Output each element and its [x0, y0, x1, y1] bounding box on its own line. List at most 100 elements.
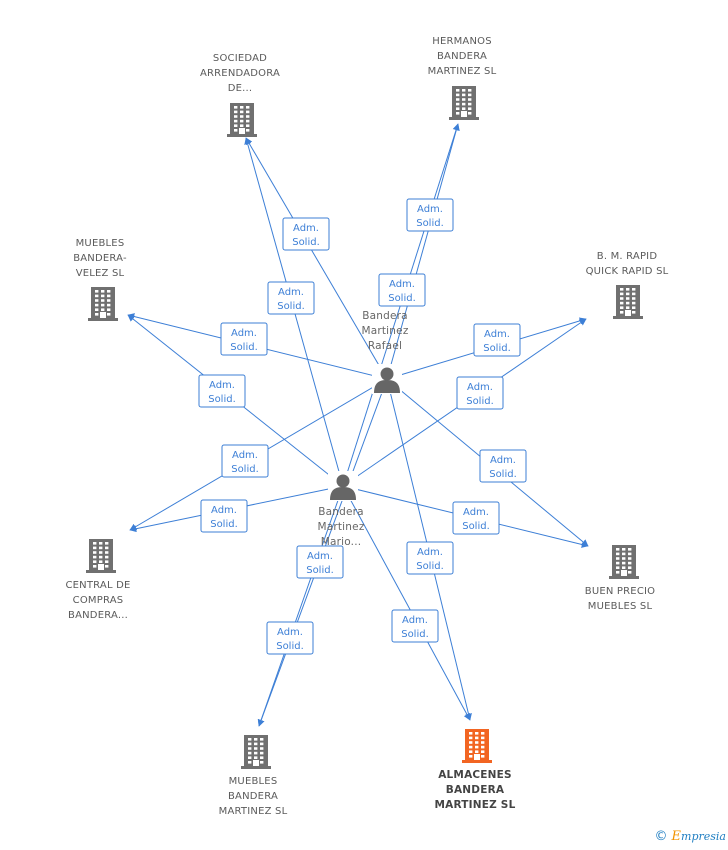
edge-label-mario-muebles_bm[interactable]: Adm. Solid. [266, 621, 314, 655]
building-icon[interactable] [86, 539, 116, 573]
edge-label-text: Adm. [417, 547, 443, 558]
edge-label-text: Solid. [466, 396, 494, 407]
edge-mario-muebles_bm [257, 485, 344, 727]
label-line: BANDERA [445, 784, 505, 796]
edge-label-box [406, 541, 454, 575]
edge-label-text: Adm. [490, 455, 516, 466]
edge-label-rafael-almacenes[interactable]: Adm.Solid. [406, 541, 454, 575]
node-label-central[interactable]: CENTRAL DE COMPRAS BANDERA... [48, 578, 148, 623]
edge-label-text: Adm. [278, 287, 304, 298]
edge-label-text: Adm. [463, 507, 489, 518]
edge-label-rafael-sociedad[interactable]: Adm.Solid. [282, 217, 330, 251]
edge-label-mario-hermanos[interactable]: Adm.Solid. [378, 273, 426, 307]
edge-label-text: Solid. [306, 565, 334, 576]
edge-label-text: Solid. [230, 342, 258, 353]
edge-rafael-sociedad [245, 137, 388, 380]
edge-label-box [200, 499, 248, 533]
label-line: HERMANOS [432, 36, 492, 47]
edge-label-text: Solid. [401, 629, 429, 640]
edge-label-box [456, 376, 504, 410]
edge-label-text: Adm. [277, 627, 303, 638]
building-icon[interactable] [241, 735, 271, 769]
building-icon[interactable] [227, 103, 257, 137]
edge-label-rafael-central[interactable]: Adm. Solid. [221, 444, 269, 478]
edge-label-box [221, 444, 269, 478]
edge-label-mario-almacenes[interactable]: Adm.Solid. [391, 609, 439, 643]
edge-label-text: Adm. [484, 329, 510, 340]
label-line: MARTINEZ SL [427, 66, 497, 77]
edge-label-box [198, 374, 246, 408]
label-line: Rafael [367, 340, 403, 352]
edge-label-mario-muebles_velez[interactable]: Adm.Solid. [198, 374, 246, 408]
copyright-icon: © [654, 829, 668, 844]
label-line: MARTINEZ SL [218, 806, 288, 817]
edges-layer [127, 123, 589, 727]
edge-label-box [282, 217, 330, 251]
edge-label-text: Adm. [417, 204, 443, 215]
edge-label-box [220, 322, 268, 356]
label-line: COMPRAS [72, 595, 124, 606]
label-line: BANDERA... [68, 610, 128, 621]
edge-label-box [267, 281, 315, 315]
edge-label-text: Solid. [276, 641, 304, 652]
edge-label-text: Adm. [211, 505, 237, 516]
label-line: ARRENDADORA [199, 68, 281, 79]
edge-label-text: Adm. [307, 551, 333, 562]
edge-label-mario-sociedad[interactable]: Adm.Solid. [267, 281, 315, 315]
edge-label-rafael-hermanos[interactable]: Adm.Solid. [406, 198, 454, 232]
label-line: MUEBLES [75, 238, 125, 249]
label-line: BUEN PRECIO [584, 586, 656, 597]
node-label-hermanos[interactable]: HERMANOS BANDERA MARTINEZ SL [412, 34, 512, 79]
edge-label-rafael-muebles_bm[interactable]: Adm. Solid. [296, 545, 344, 579]
person-icon[interactable] [372, 364, 402, 394]
label-line: CENTRAL DE [65, 580, 131, 591]
node-label-bm-rapid[interactable]: B. M. RAPID QUICK RAPID SL [572, 249, 682, 279]
edge-label-text: Adm. [232, 450, 258, 461]
label-line: Martinez [317, 521, 365, 533]
edge-label-mario-bm_rapid[interactable]: Adm.Solid. [456, 376, 504, 410]
edge-label-rafael-muebles_velez[interactable]: Adm. Solid. [220, 322, 268, 356]
label-line: Martinez [361, 325, 409, 337]
edge-label-box [479, 449, 527, 483]
person-icon[interactable] [328, 471, 358, 501]
label-line: BANDERA [228, 791, 278, 802]
node-label-muebles-velez[interactable]: MUEBLES BANDERA- VELEZ SL [50, 236, 150, 281]
node-label-almacenes[interactable]: ALMACENES BANDERA MARTINEZ SL [420, 768, 530, 813]
node-label-mario[interactable]: Bandera Martinez Mario... [300, 505, 382, 550]
edge-label-text: Adm. [209, 380, 235, 391]
edge-label-mario-buen_precio[interactable]: Adm.Solid. [452, 501, 500, 535]
building-icon[interactable] [449, 86, 479, 120]
edge-rafael-hermanos [386, 123, 460, 380]
label-line: BANDERA- [73, 253, 127, 264]
nodes-layer [86, 86, 643, 769]
label-line: QUICK RAPID SL [585, 266, 669, 277]
node-label-sociedad[interactable]: SOCIEDAD ARRENDADORA DE... [190, 51, 290, 96]
edge-label-rafael-buen_precio[interactable]: Adm. Solid. [479, 449, 527, 483]
building-icon[interactable] [609, 545, 639, 579]
label-line: MUEBLES SL [587, 601, 653, 612]
edge-mario-almacenes [342, 485, 471, 721]
brand-name: mpresia [681, 830, 726, 843]
label-line: MARTINEZ SL [434, 799, 516, 811]
edge-label-box [266, 621, 314, 655]
edge-label-text: Adm. [231, 328, 257, 339]
label-line: BANDERA [437, 51, 487, 62]
edge-label-box [296, 545, 344, 579]
edge-label-text: Solid. [489, 469, 517, 480]
building-icon[interactable] [88, 287, 118, 321]
label-line: SOCIEDAD [212, 53, 268, 64]
edge-label-text: Solid. [231, 464, 259, 475]
edge-label-rafael-bm_rapid[interactable]: Adm. Solid. [473, 323, 521, 357]
node-label-muebles-bm[interactable]: MUEBLES BANDERA MARTINEZ SL [203, 774, 303, 819]
node-label-buen-precio[interactable]: BUEN PRECIO MUEBLES SL [570, 584, 670, 614]
edge-label-box [378, 273, 426, 307]
edge-label-text: Solid. [483, 343, 511, 354]
node-label-rafael[interactable]: Bandera Martinez Rafael [344, 309, 426, 354]
building-icon[interactable] [613, 285, 643, 319]
edge-label-box [452, 501, 500, 535]
label-line: ALMACENES [438, 769, 512, 781]
brand-footer[interactable]: ©Empresia [655, 829, 726, 844]
label-line: DE... [227, 83, 253, 94]
building-icon[interactable] [462, 729, 492, 763]
edge-label-mario-central[interactable]: Adm.Solid. [200, 499, 248, 533]
